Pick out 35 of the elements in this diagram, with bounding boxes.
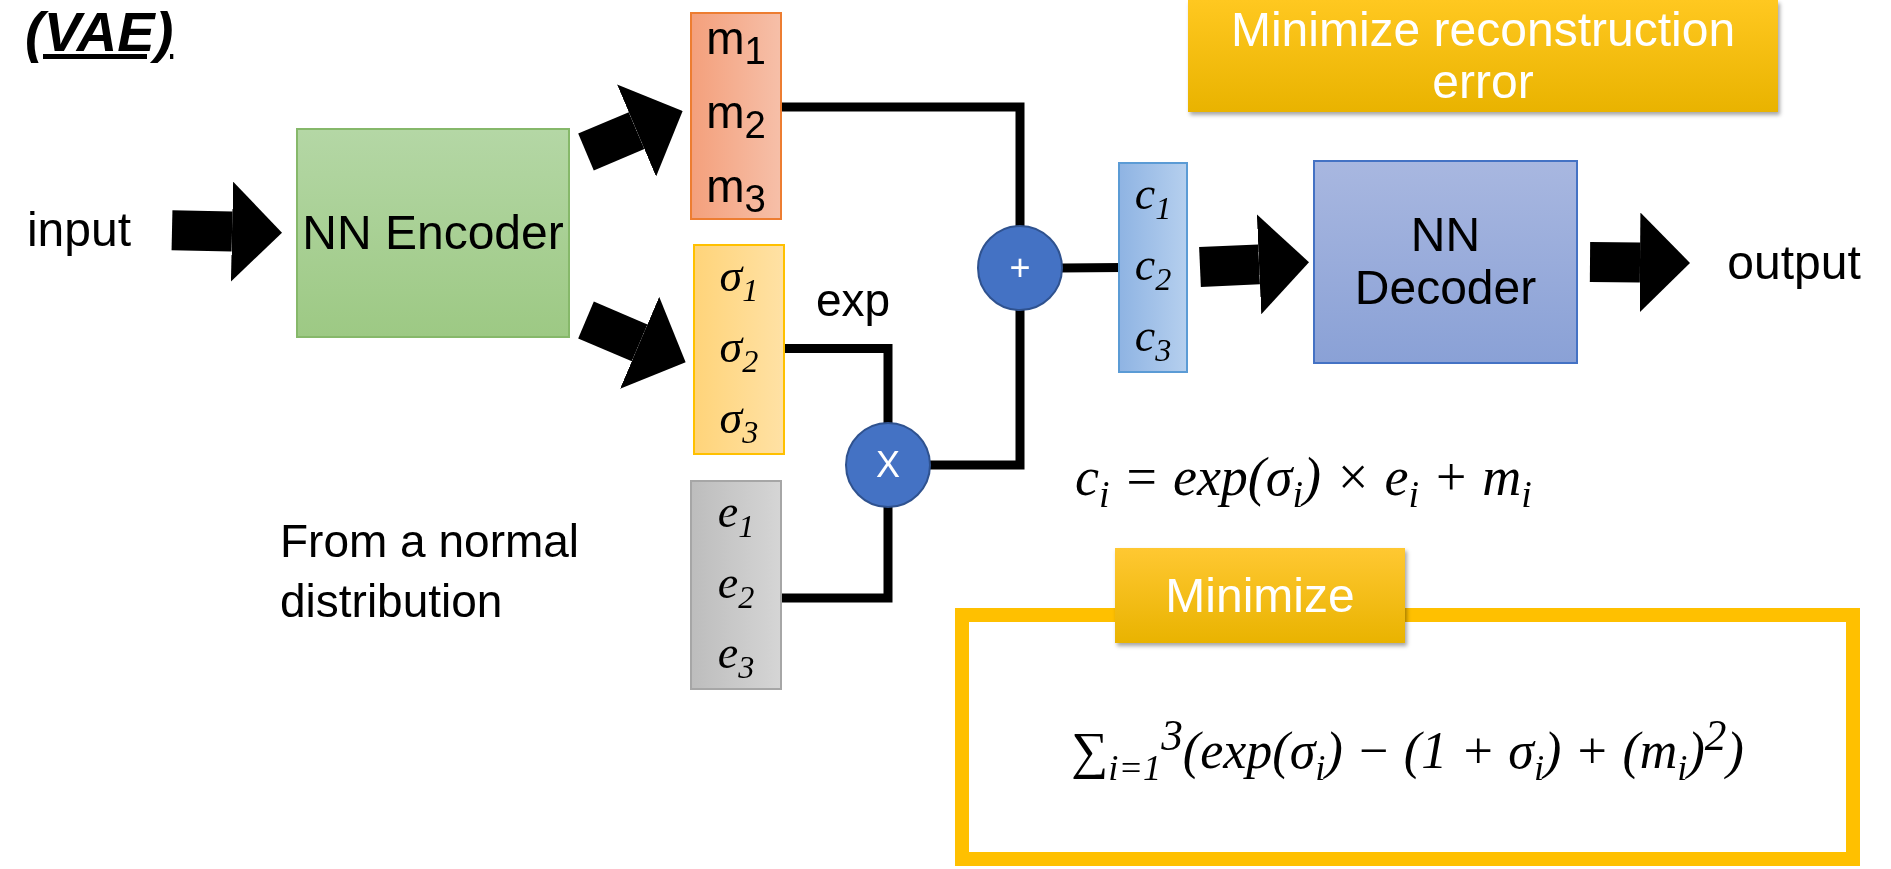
block-arrow [171, 181, 282, 282]
vector-entry: σ$_{3}$ [719, 390, 759, 453]
vector-entry: c$_{2}$ [1134, 238, 1172, 300]
block-arrow [1589, 212, 1690, 313]
formula: c$_{i}$ = exp(σ$_{i}$) × e$_{i}$ + m$_{i}$ [1075, 446, 1533, 517]
decoder-box [1313, 160, 1578, 364]
box-label: NN Encoder [302, 206, 564, 260]
vector-entry: m$_{2}$ [706, 85, 766, 149]
vector-entry: m$_{1}$ [706, 11, 766, 75]
vector-entry: e$_{2}$ [717, 555, 755, 617]
objective-banner [1188, 0, 1778, 112]
operator-symbol: X [876, 445, 900, 485]
vector-entry: σ$_{2}$ [719, 320, 759, 382]
encoder-box [296, 128, 570, 338]
vector-entry: c$_{3}$ [1134, 308, 1172, 371]
vector-entry: m$_{3}$ [706, 158, 766, 223]
vector-box [690, 12, 782, 220]
title: (VAE) [25, 0, 174, 64]
vector-entry: c$_{1}$ [1134, 167, 1172, 229]
box-label: NN Decoder [1353, 209, 1538, 315]
note-text: From a normal distribution [280, 514, 581, 629]
vector-box [693, 244, 785, 455]
vector-box [1118, 162, 1188, 373]
block-arrow [578, 296, 686, 389]
vector-entry: e$_{1}$ [717, 484, 755, 546]
block-arrow [578, 84, 683, 177]
vector-entry: σ$_{1}$ [719, 249, 759, 311]
vector-entry: e$_{3}$ [717, 626, 755, 688]
loss-formula: ∑$_{i=1}$$^{3}$(exp(σ$_{i}$) − (1 + σ$_{i}$) + (m$_{i}$)$^{2}$) [1071, 709, 1744, 790]
operator-symbol: + [1009, 248, 1031, 288]
block-arrow [1199, 214, 1309, 315]
heading-tag: Minimize [1115, 548, 1405, 643]
io-label: input [26, 203, 132, 257]
banner-text: Minimize reconstruction error [1229, 4, 1737, 108]
io-label: output [1727, 236, 1861, 290]
